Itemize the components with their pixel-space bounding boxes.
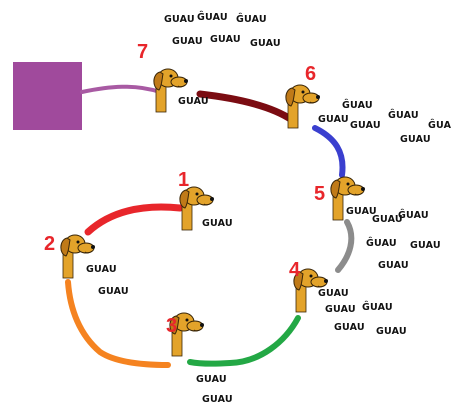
- bark-label: GUAU: [410, 240, 441, 251]
- node-number-1: 1: [178, 169, 189, 191]
- bark-label: ĜUAU: [366, 237, 397, 249]
- bark-label: GUAU: [318, 114, 349, 125]
- bark-label: GUAU: [178, 96, 209, 107]
- node-number-6: 6: [305, 63, 316, 85]
- node-number-2: 2: [44, 233, 55, 255]
- bark-label: GUAU: [202, 394, 233, 405]
- bark-label: GUAU: [210, 34, 241, 45]
- bark-label: ĜUAU: [342, 99, 373, 111]
- bark-label: GUAU: [250, 38, 281, 49]
- bark-label: ĜUAU: [428, 119, 451, 131]
- node-number-4: 4: [289, 259, 301, 281]
- bark-label: GUAU: [202, 218, 233, 229]
- bark-label: ĜUAU: [197, 11, 228, 23]
- dog-6: [285, 84, 321, 129]
- bark-label: GUAU: [350, 120, 381, 131]
- node-number-7: 7: [137, 41, 148, 63]
- edge-6-to-5: [312, 125, 346, 178]
- bark-label: GUAU: [196, 374, 227, 385]
- bark-labels: GUAU ĜUAU ĜUAU GUAU GUAU GUAU GUAU ĜUAU …: [86, 11, 451, 405]
- bark-label: GUAU: [334, 322, 365, 333]
- bark-label: GUAU: [164, 14, 195, 25]
- bark-label: GUAU: [372, 214, 403, 225]
- bark-label: ĜUAU: [362, 301, 393, 313]
- bark-label: GUAU: [376, 326, 407, 337]
- edge-5-to-4: [335, 219, 355, 273]
- bark-label: GUAU: [98, 286, 129, 297]
- bark-label: GUAU: [86, 264, 117, 275]
- edge-7-to-6: [196, 90, 296, 124]
- edge-4-to-3: [187, 315, 301, 367]
- bark-label: ĜUAU: [398, 209, 429, 221]
- purple-square: [13, 62, 82, 130]
- edge-2-to-1: [84, 203, 184, 236]
- edge-3-to-2: [65, 279, 171, 368]
- bark-label: GUAU: [346, 206, 377, 217]
- edge-7-to-square: [80, 84, 162, 94]
- node-number-5: 5: [314, 183, 325, 205]
- bark-label: GUAU: [172, 36, 203, 47]
- bark-label: ĜUAU: [236, 13, 267, 25]
- bark-label: ĜUAU: [388, 109, 419, 121]
- node-number-3: 3: [166, 315, 177, 337]
- bark-label: GUAU: [378, 260, 409, 271]
- bark-label: GUAU: [325, 304, 356, 315]
- bark-label: GUAU: [400, 134, 431, 145]
- bark-label: GUAU: [318, 288, 349, 299]
